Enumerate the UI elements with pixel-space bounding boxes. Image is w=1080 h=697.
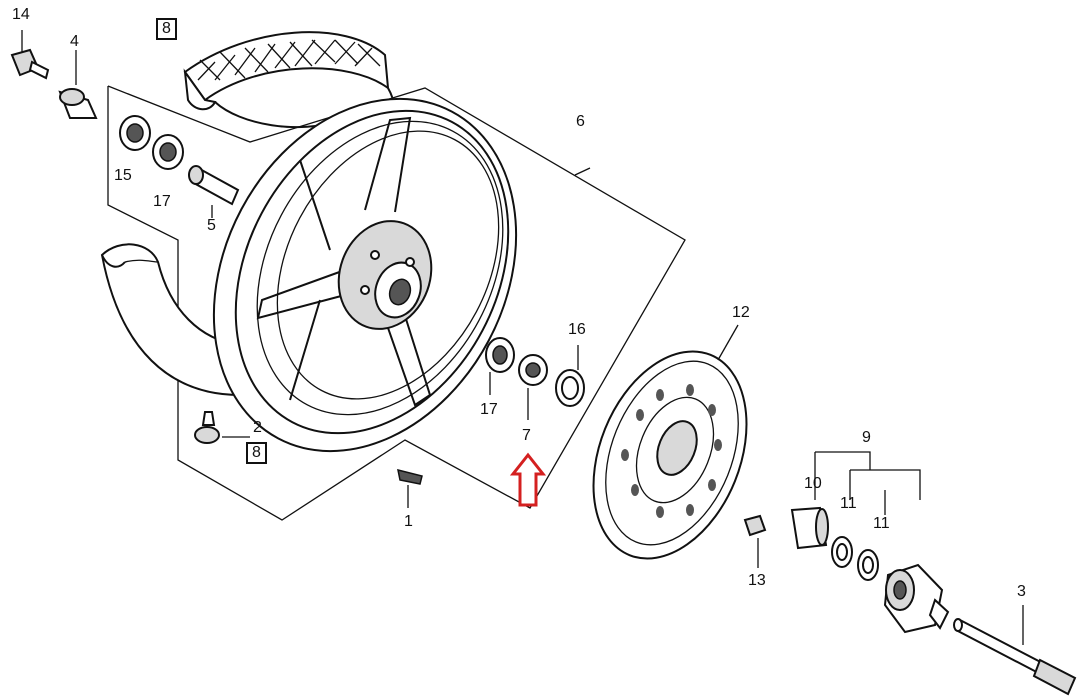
collar-part-4 [58, 50, 98, 119]
seal-part-16 [555, 345, 585, 407]
washer-part-11-b [857, 549, 879, 581]
bearing-part-17-lower [485, 337, 515, 395]
bearing-part-17-upper [152, 134, 184, 170]
gear-part-10 [790, 506, 829, 550]
label-part-5: 5 [207, 217, 216, 234]
label-part-10: 10 [804, 475, 822, 492]
label-part-15: 15 [114, 167, 132, 184]
label-part-8-valve: 8 [246, 442, 267, 464]
speedometer-group-lines [814, 451, 921, 515]
label-part-7: 7 [522, 427, 531, 444]
washer-part-11-a [831, 536, 853, 568]
label-part-4: 4 [70, 33, 79, 50]
label-part-11-a: 11 [840, 495, 857, 512]
brake-disc-part-12 [592, 324, 748, 560]
label-part-8-tire: 8 [156, 18, 177, 40]
speedometer-gearbox-part-9 [883, 563, 950, 634]
bolt-part-14 [10, 30, 50, 80]
label-part-17-lower: 17 [480, 401, 498, 418]
valve-part-2 [194, 411, 250, 444]
label-part-9: 9 [862, 429, 871, 446]
spacer-part-5 [188, 165, 240, 218]
wheel-rim-part-6 [212, 97, 518, 453]
bolt-part-13 [743, 514, 767, 568]
label-part-12: 12 [732, 304, 750, 321]
label-part-17-upper: 17 [153, 193, 171, 210]
label-part-13: 13 [748, 572, 766, 589]
label-part-11-b: 11 [873, 515, 890, 532]
label-part-3: 3 [1017, 583, 1026, 600]
highlight-arrow [509, 452, 547, 507]
label-part-6: 6 [576, 113, 585, 130]
label-part-16: 16 [568, 321, 586, 338]
bearing-part-15 [119, 115, 151, 151]
axle-part-3 [953, 605, 1077, 696]
label-part-2: 2 [253, 419, 262, 436]
label-part-14: 14 [12, 6, 30, 23]
balance-weight-part-1 [397, 468, 423, 508]
label-part-1: 1 [404, 513, 413, 530]
retainer-part-7 [518, 354, 548, 420]
